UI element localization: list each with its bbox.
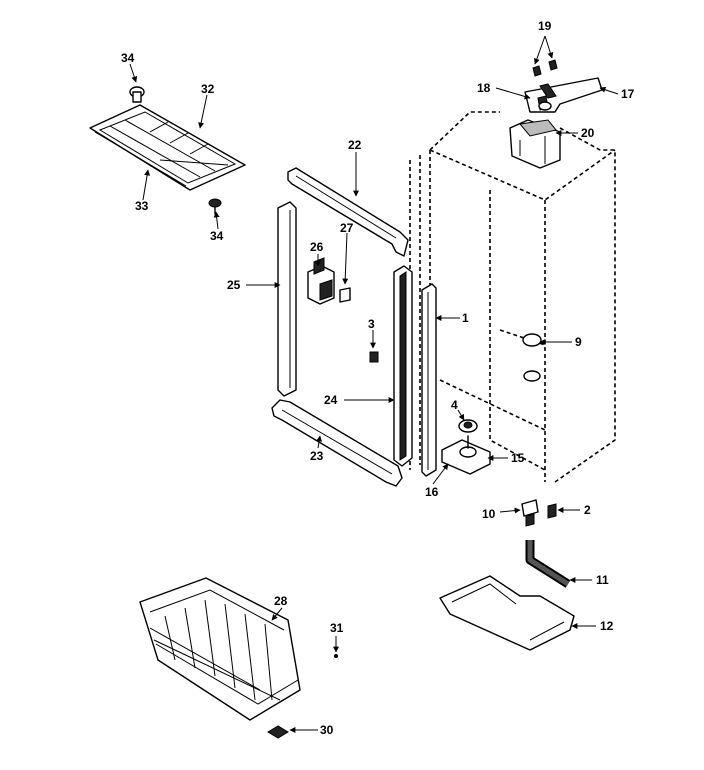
bottom-hinge xyxy=(441,435,491,475)
callout-24: 24 xyxy=(324,393,338,407)
drain-tube xyxy=(525,540,571,588)
switch-pad xyxy=(339,287,351,303)
callout-30: 30 xyxy=(320,723,334,737)
callout-20: 20 xyxy=(581,126,595,140)
cabinet-outline xyxy=(409,111,616,483)
callout-22: 22 xyxy=(348,138,362,152)
callout-12: 12 xyxy=(600,619,614,633)
callout-19: 19 xyxy=(538,19,552,33)
gasket-left xyxy=(277,201,297,397)
top-panel xyxy=(89,104,246,191)
basket xyxy=(139,577,301,721)
callout-4: 4 xyxy=(451,398,458,412)
callout-15: 15 xyxy=(511,451,525,465)
callout-31: 31 xyxy=(330,621,344,635)
top-hinge xyxy=(524,77,603,113)
callout-33: 33 xyxy=(135,199,149,213)
callout-11: 11 xyxy=(596,573,609,587)
gasket-right xyxy=(393,265,413,467)
gasket-bottom xyxy=(271,399,403,487)
callout-3: 3 xyxy=(368,317,375,331)
callout-1: 1 xyxy=(462,311,469,325)
screw-bottom xyxy=(208,198,222,215)
callout-32: 32 xyxy=(201,82,215,96)
screw-2 xyxy=(547,503,557,519)
plug xyxy=(522,333,542,382)
drain-pan xyxy=(439,575,575,651)
callout-34-top: 34 xyxy=(121,51,135,65)
callout-18: 18 xyxy=(477,81,491,95)
callout-16: 16 xyxy=(425,485,439,499)
screw-top xyxy=(129,86,145,103)
nut xyxy=(458,419,478,433)
hinge-bracket xyxy=(509,119,561,169)
callout-27: 27 xyxy=(340,221,354,235)
callout-labels: 34 32 33 34 22 27 26 25 3 1 9 24 4 15 16… xyxy=(121,19,635,737)
gasket-top xyxy=(287,167,409,257)
callout-26: 26 xyxy=(310,240,324,254)
rivet xyxy=(334,654,338,658)
screw-3 xyxy=(369,351,379,363)
callout-23: 23 xyxy=(310,449,324,463)
callout-28: 28 xyxy=(274,594,288,608)
callout-34-bottom: 34 xyxy=(210,229,224,243)
callout-25: 25 xyxy=(227,278,241,292)
basket-clip xyxy=(267,725,289,739)
switch xyxy=(307,257,335,305)
drain-fitting xyxy=(521,499,539,527)
callout-17: 17 xyxy=(621,87,635,101)
callout-9: 9 xyxy=(575,335,582,349)
callout-10: 10 xyxy=(482,507,496,521)
hinge-screws xyxy=(532,59,558,77)
callout-2: 2 xyxy=(584,503,591,517)
door-strip xyxy=(421,283,437,477)
leader-lines xyxy=(129,35,619,733)
